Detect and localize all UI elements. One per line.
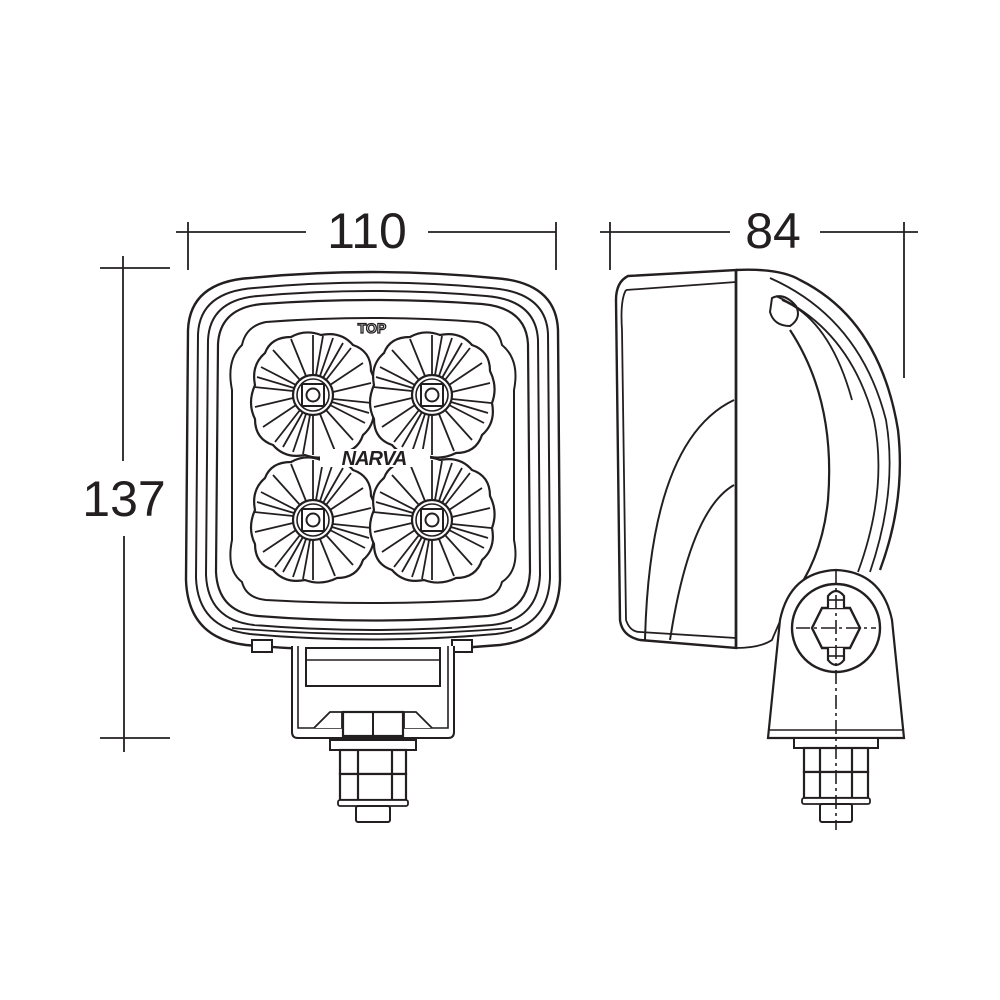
dimension-depth	[600, 222, 918, 378]
lens-bottom-right	[368, 456, 496, 584]
lens-top-left	[249, 331, 377, 459]
dimension-depth-label: 84	[745, 203, 801, 259]
lens-top-right	[368, 331, 496, 459]
dimension-width-label: 110	[327, 203, 407, 259]
dimension-width	[176, 222, 557, 270]
side-view	[614, 268, 902, 650]
dimension-height-label: 137	[82, 471, 165, 527]
top-marking: TOP	[358, 320, 387, 336]
lens-bottom-left	[249, 456, 377, 584]
brand-logo: NARVA	[342, 448, 407, 470]
dimension-height	[100, 256, 170, 752]
front-mount-bracket	[251, 639, 473, 823]
centerline	[796, 570, 876, 830]
